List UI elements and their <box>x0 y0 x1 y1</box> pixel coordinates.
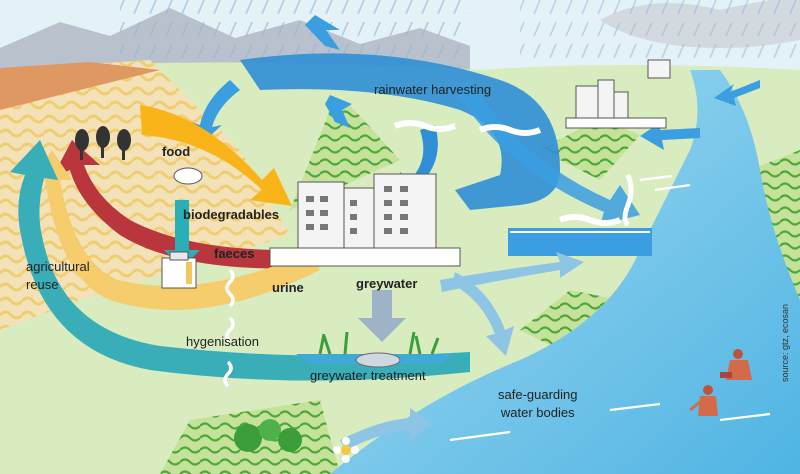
river-waves <box>449 174 771 442</box>
food-arrow <box>140 105 292 206</box>
faeces-label: faeces <box>214 246 255 261</box>
tree-icon <box>234 419 302 452</box>
rainwater-harvesting-label: rainwater harvesting <box>374 82 492 97</box>
source-label: source: gtz, ecosan <box>780 303 790 382</box>
agricultural-reuse-label: agricultural reuse <box>26 258 90 293</box>
bread-icon <box>173 167 203 185</box>
urine-label: urine <box>272 280 304 295</box>
gutter-ribbon-4 <box>622 174 634 227</box>
ploughed-field <box>0 62 160 110</box>
green-field-right <box>540 118 640 180</box>
latrine-icon <box>161 251 197 289</box>
rainwater-flow <box>240 53 560 211</box>
green-field-mid <box>520 290 620 350</box>
safe-guarding-label: safe-guarding water bodies <box>498 386 578 421</box>
person-icon <box>720 349 752 380</box>
river-inflow-arrow <box>340 408 432 450</box>
plant-icon <box>296 331 456 368</box>
rain-right <box>520 0 800 60</box>
agricultural-reuse-line-2: reuse <box>26 276 59 292</box>
biodegradables-label: biodegradables <box>183 207 280 222</box>
river-to-city-arrow-far <box>714 80 760 106</box>
greywater-reuse-arrow <box>30 150 320 310</box>
safe-guarding-line-2: water bodies <box>500 404 575 420</box>
city-icon-far <box>565 59 671 129</box>
agricultural-reuse-line-1: agricultural <box>26 259 90 274</box>
biodegradables-arrow <box>164 200 200 268</box>
greywater-treatment-label: greywater treatment <box>310 368 426 383</box>
gutter-ribbon-1 <box>393 120 457 132</box>
valve-2 <box>225 316 235 344</box>
wheat-icon <box>75 126 131 160</box>
valve-3 <box>223 360 233 388</box>
gutter-ribbon-3 <box>558 214 622 226</box>
flower-icon <box>333 437 359 463</box>
person-icon-wading <box>689 385 718 416</box>
city-icon <box>269 173 461 267</box>
safe-guarding-line-1: safe-guarding <box>498 387 578 402</box>
gutter-ribbon-2 <box>478 124 542 136</box>
rain-drop-arrow-top <box>305 15 340 50</box>
river <box>330 70 800 474</box>
to-treatment-arrow <box>358 290 406 342</box>
greywater-label: greywater <box>356 276 418 291</box>
rain-drop-arrow-center <box>325 95 352 128</box>
hygenisation-label: hygenisation <box>186 334 259 349</box>
rain-flow-right <box>455 80 640 225</box>
food-label: food <box>162 144 191 159</box>
treated-to-river-arrow <box>452 272 514 356</box>
greywater-to-storage-arrow <box>440 252 584 292</box>
valve-1 <box>225 268 235 308</box>
